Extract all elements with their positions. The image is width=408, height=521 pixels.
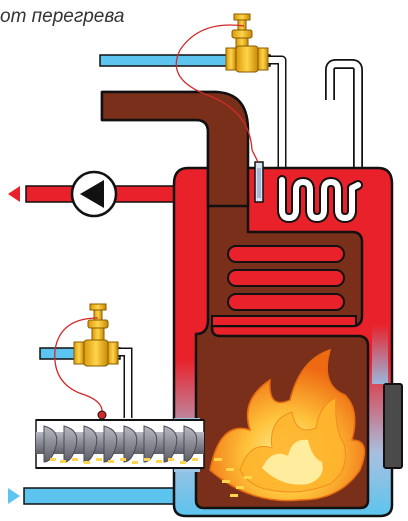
pellets xyxy=(50,458,198,464)
flue-stack xyxy=(100,90,250,208)
flue-tube xyxy=(227,269,345,287)
auger-flights xyxy=(43,425,198,463)
arrow-left-icon xyxy=(8,186,20,202)
burner-flames xyxy=(209,348,366,502)
baffle-plate xyxy=(211,315,357,327)
cold-inlet-pipe xyxy=(23,487,195,505)
diagram-caption: от перегрева xyxy=(0,6,125,27)
lower-capillary-wire xyxy=(54,317,103,415)
upper-capillary-wire xyxy=(175,24,259,163)
boiler-right-jacket xyxy=(372,184,388,384)
flue-tube xyxy=(227,245,345,263)
flue-tube xyxy=(227,293,345,311)
boiler-door xyxy=(383,383,403,469)
thermostatic-valve-icon xyxy=(73,303,119,367)
arrow-right-icon xyxy=(8,488,20,504)
flue-tubes xyxy=(227,245,345,311)
auger-temperature-probe xyxy=(97,410,107,420)
fuel-auger xyxy=(35,419,205,469)
pump-icon xyxy=(70,170,118,218)
temperature-sensor xyxy=(254,161,264,203)
thermostatic-valve-icon xyxy=(225,13,269,73)
